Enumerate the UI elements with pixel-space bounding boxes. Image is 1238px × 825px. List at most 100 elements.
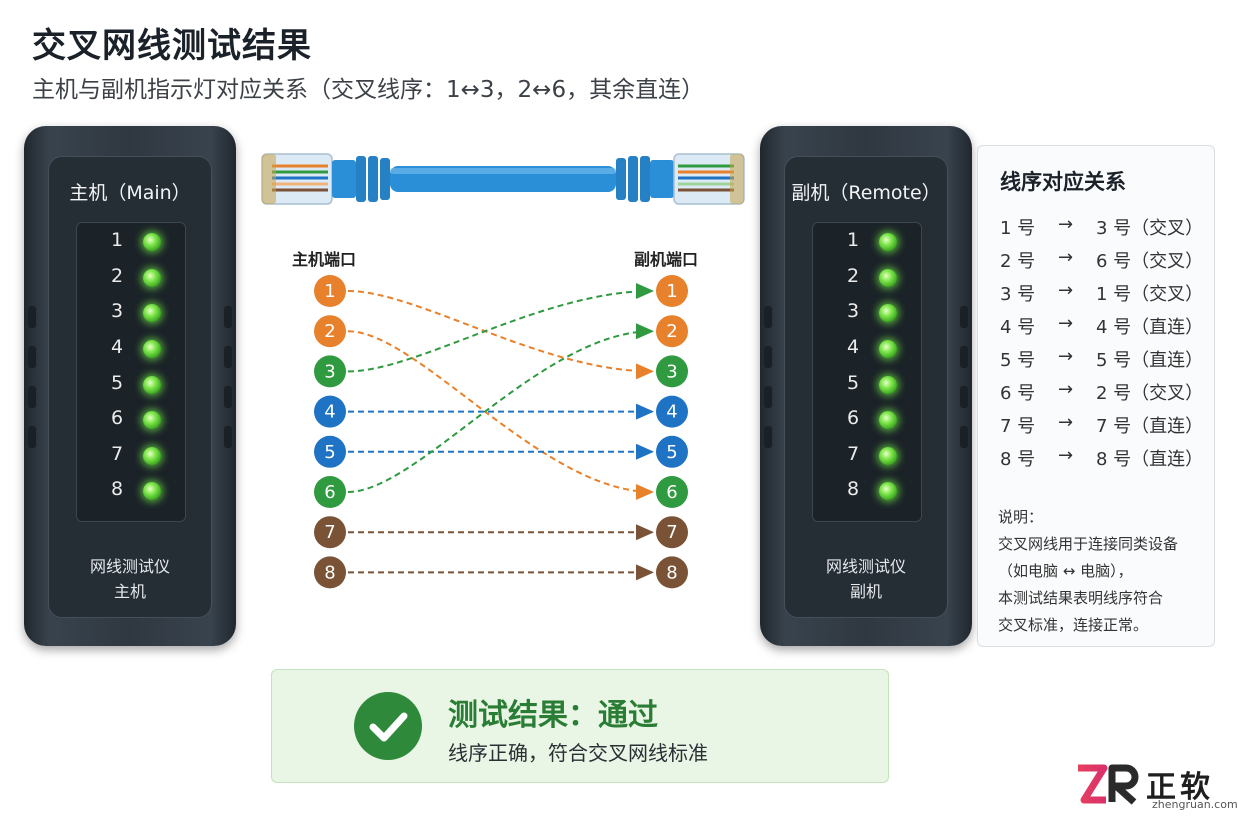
remote-tester-device: 副机（Remote） 1 2 3 4 5 6 7 8 网线测试仪 副机 [760,126,972,646]
mapping-to: 3 号（交叉） [1096,218,1204,239]
pin-number: 1 [666,281,677,302]
led-number: 5 [111,372,124,394]
led-row: 2 [813,263,923,293]
pin-number: 5 [324,442,335,463]
caption-line: 副机 [849,582,882,601]
caption-line: 网线测试仪 [825,557,906,576]
led-row: 5 [813,370,923,400]
device-grip-notch [960,346,968,368]
remote-port-pin: 2 [656,315,688,348]
device-grip-notch [960,426,968,448]
led-row: 3 [77,298,187,328]
mapping-to: 1 号（交叉） [1096,284,1204,305]
green-led-icon [879,482,897,500]
main-port-pin: 7 [314,516,346,549]
led-number: 1 [111,229,124,251]
remote-port-pin: 7 [656,516,688,549]
mapping-row: 7 号→7 号（直连） [1000,412,1210,442]
remote-device-caption: 网线测试仪 副机 [760,554,972,604]
main-port-pin: 2 [314,315,346,348]
plug-wires [678,164,734,192]
green-led-icon [879,340,897,358]
remote-led-panel: 1 2 3 4 5 6 7 8 [812,222,922,522]
device-grip-notch [28,426,36,448]
mapping-from: 8 号 [1000,449,1036,470]
led-number: 5 [847,372,860,394]
mapping-from: 3 号 [1000,284,1036,305]
brand-logo: 正软 zhengruan.com [1074,762,1238,814]
pin-circle [656,275,688,307]
pin-circle [314,476,346,508]
main-tester-device: 主机（Main） 1 2 3 4 5 6 7 8 网线测试仪 主机 [24,126,236,646]
pin-circle [656,556,688,589]
led-row: 1 [813,227,923,257]
arrow-right-icon: → [1058,313,1074,334]
main-port-pin: 5 [314,435,346,468]
pin-circle [314,395,346,428]
mapping-from: 2 号 [1000,251,1036,272]
arrow-right-icon: → [1058,214,1074,235]
pin-circle [656,395,688,428]
main-port-pin: 1 [314,275,346,307]
green-led-icon [879,411,897,429]
mapping-to: 7 号（直连） [1096,416,1204,437]
green-led-icon [143,340,161,358]
device-grip-notch [764,346,772,368]
device-grip-notch [224,346,232,368]
result-title: 测试结果：通过 [448,698,658,733]
arrow-right-icon: → [1058,280,1074,301]
pin-mapping-table: 线序对应关系 1 号→3 号（交叉）2 号→6 号（交叉）3 号→1 号（交叉）… [977,145,1215,647]
notes-label: 说明： [998,508,1044,526]
pin-number: 5 [666,442,677,463]
led-row: 6 [813,405,923,435]
mapping-from: 7 号 [1000,416,1036,437]
led-number: 1 [847,229,860,251]
green-led-icon [143,482,161,500]
pin-number: 1 [324,281,335,302]
device-grip-notch [764,306,772,328]
mapping-row: 8 号→8 号（直连） [1000,445,1210,475]
pin-number: 2 [666,321,677,342]
pin-number: 6 [666,482,677,503]
pin-number: 3 [324,361,335,382]
led-number: 6 [847,407,860,429]
led-row: 1 [77,227,187,257]
remote-port-pin: 3 [656,355,688,388]
mapping-from: 4 号 [1000,317,1036,338]
green-led-icon [143,269,161,287]
green-led-icon [143,304,161,322]
green-led-icon [879,447,897,465]
led-number: 4 [847,336,860,358]
led-row: 5 [77,370,187,400]
wire-line [347,290,654,380]
pin-number: 8 [324,562,335,583]
ethernet-cable-icon [261,153,745,205]
device-grip-notch [224,386,232,408]
mapping-row: 3 号 → 1 号（交叉） [1000,280,1210,310]
mapping-to: 8 号（直连） [1096,449,1204,470]
green-led-icon [143,233,161,251]
wire-line [347,323,654,493]
main-device-name: 主机（Main） [69,182,191,204]
notes-line: 交叉网线用于连接同类设备 [998,535,1179,553]
main-port-label: 主机端口 [292,250,357,269]
device-grip-notch [28,306,36,328]
led-row: 3 [813,298,923,328]
mapping-from: 5 号 [1000,350,1036,371]
led-number: 7 [111,443,124,465]
remote-port-pin: 6 [656,476,688,508]
mapping-row: 5 号→5 号（直连） [1000,346,1210,376]
led-row: 7 [77,441,187,471]
green-led-icon [143,411,161,429]
pin-circle [656,516,688,549]
remote-port-pin: 1 [656,275,688,307]
remote-port-pin: 4 [656,395,688,428]
notes-line: 本测试结果表明线序符合 [998,589,1164,607]
pin-number: 7 [666,522,677,543]
led-row: 4 [77,334,187,364]
led-number: 2 [111,265,124,287]
mapping-to: 6 号（交叉） [1096,251,1204,272]
logo-url: zhengruan.com [1152,798,1238,811]
led-number: 8 [111,478,124,500]
